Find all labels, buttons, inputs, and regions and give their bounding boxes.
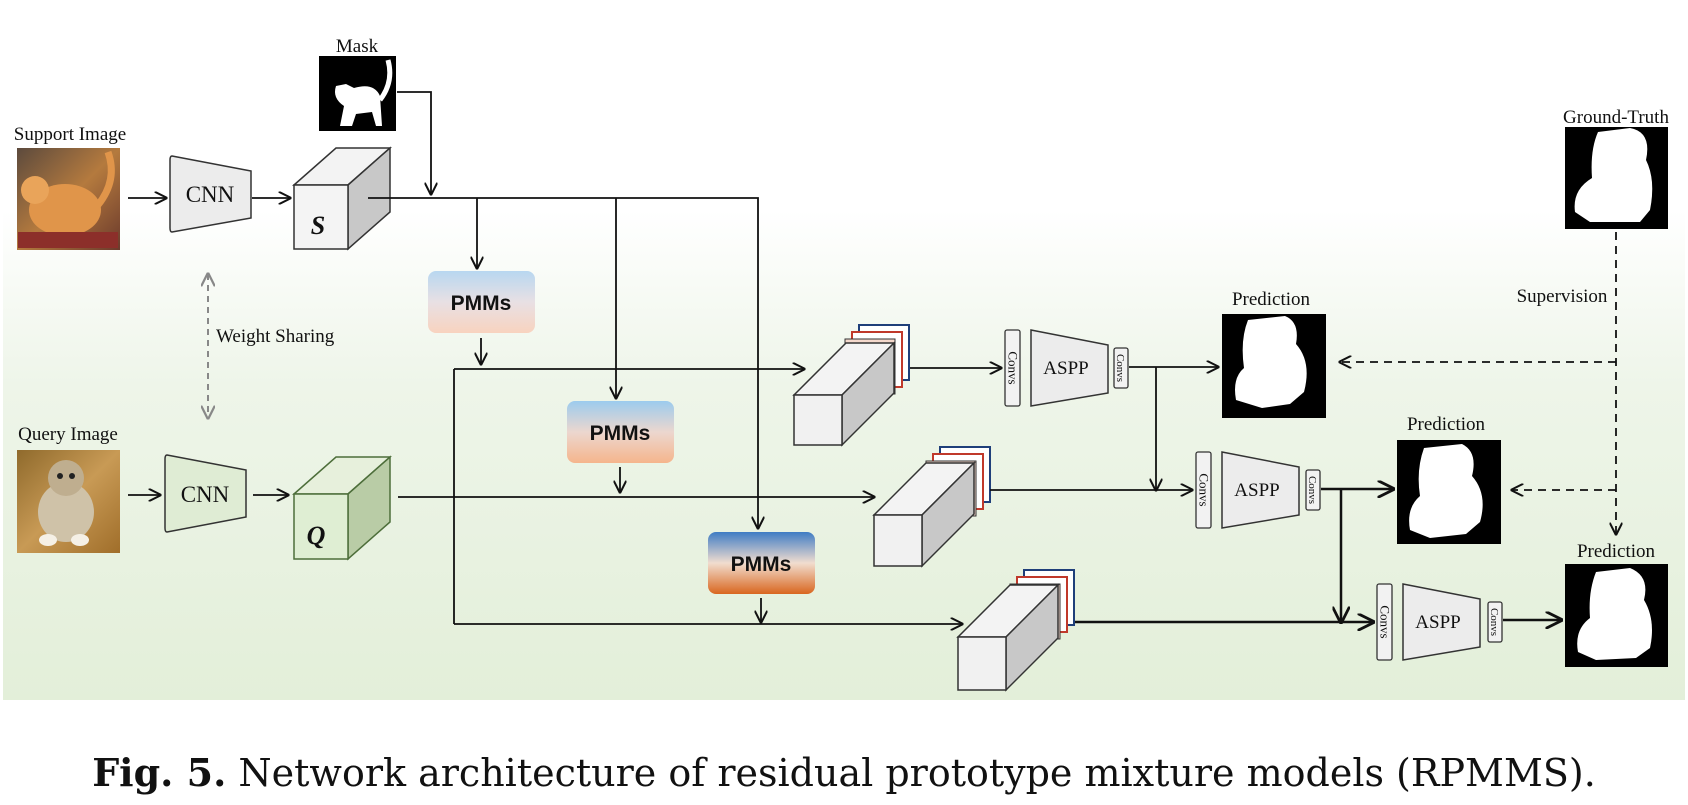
pmms-block-1: PMMs — [428, 271, 535, 333]
stage-2-convs-in: Convs — [1197, 473, 1212, 506]
stage-1-convs-out: Convs — [1114, 354, 1126, 382]
caption-text: Network architecture of residual prototy… — [238, 751, 1596, 795]
ground-truth-image — [1565, 127, 1668, 229]
prediction-2-label: Prediction — [1407, 414, 1486, 435]
pmms-block-2: PMMs — [567, 401, 674, 463]
prediction-1-label: Prediction — [1232, 289, 1311, 310]
query-image — [17, 450, 120, 553]
stage-3-feature-stack — [956, 569, 1075, 692]
support-cnn-label: CNN — [186, 182, 235, 207]
prediction-3-image — [1565, 564, 1668, 667]
prediction-3-label: Prediction — [1577, 541, 1656, 562]
query-feature-label: Q — [307, 521, 326, 550]
query-feature-cube: Q — [292, 455, 392, 561]
stage-1-aspp-label: ASPP — [1043, 358, 1088, 379]
stage-3-aspp-label: ASPP — [1415, 612, 1460, 633]
mask-image: Mask — [319, 36, 396, 131]
stage-2-head: Convs ASPP Convs — [1195, 451, 1321, 529]
stage-3-head: Convs ASPP Convs — [1376, 583, 1503, 661]
query-cnn-block: CNN — [164, 454, 247, 533]
caption-prefix: Fig. 5. — [92, 750, 227, 795]
query-image-label: Query Image — [18, 424, 118, 445]
prediction-1-image — [1222, 314, 1326, 418]
prediction-2-image — [1397, 440, 1501, 544]
figure-caption: Fig. 5. Network architecture of residual… — [0, 750, 1688, 795]
query-cnn-label: CNN — [181, 482, 230, 507]
stage-1-convs-in: Convs — [1006, 351, 1021, 384]
support-cnn-block: CNN — [169, 155, 252, 233]
supervision-connectors — [1340, 232, 1616, 534]
support-image — [17, 148, 120, 250]
ground-truth-label: Ground-Truth — [1563, 107, 1669, 128]
support-image-label: Support Image — [14, 124, 126, 145]
stage-3-convs-out: Convs — [1488, 608, 1500, 636]
stage-2-aspp-label: ASPP — [1234, 480, 1279, 501]
support-feature-label: S — [311, 211, 325, 240]
pmms-block-3: PMMs — [708, 532, 815, 594]
connectors — [128, 91, 1561, 624]
supervision-label: Supervision — [1517, 286, 1608, 307]
stage-2-feature-stack — [872, 446, 991, 568]
stage-2-convs-out: Convs — [1306, 476, 1318, 504]
mask-label: Mask — [336, 36, 379, 57]
stage-1-feature-stack — [792, 324, 910, 447]
pmms-label-2: PMMs — [590, 422, 651, 445]
stage-3-convs-in: Convs — [1378, 605, 1393, 638]
stage-1-head: Convs ASPP Convs — [1004, 329, 1129, 407]
weight-sharing-label: Weight Sharing — [216, 326, 335, 347]
pmms-label-1: PMMs — [451, 292, 512, 315]
pmms-label-3: PMMs — [731, 553, 792, 576]
